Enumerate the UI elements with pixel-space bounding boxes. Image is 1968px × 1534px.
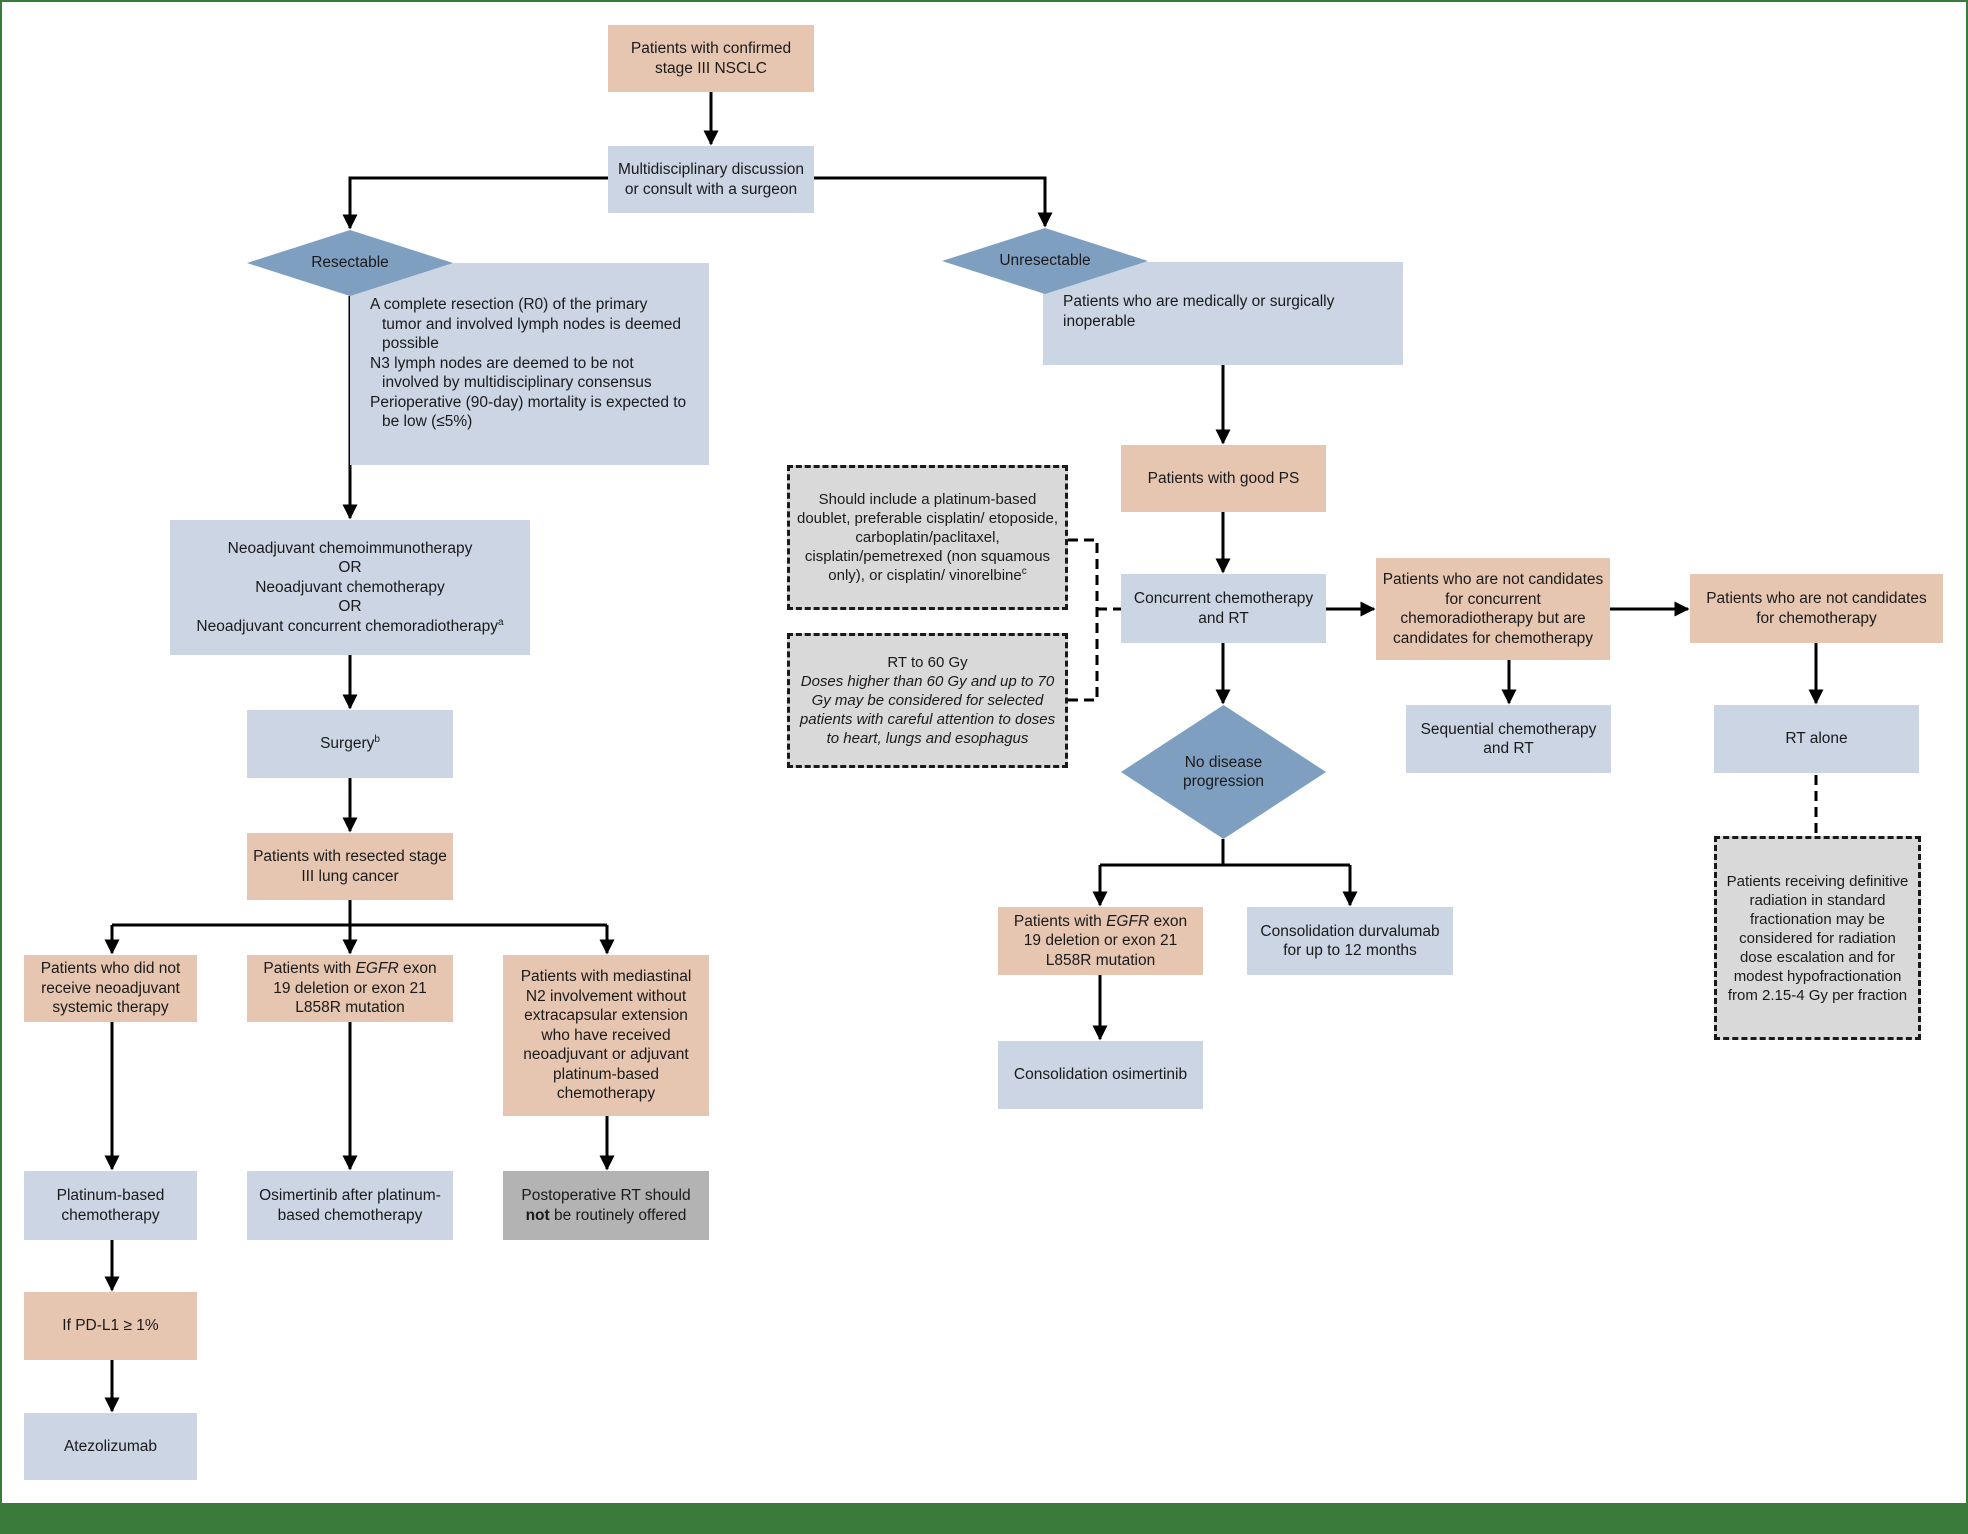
node-surgery: Surgeryb: [247, 710, 453, 778]
node-mediastinal-n2: Patients with mediastinal N2 involvement…: [503, 955, 709, 1116]
neoadjuvant-option: Neoadjuvant concurrent chemoradiotherapy…: [196, 616, 504, 635]
rt-note-body: Doses higher than 60 Gy and up to 70 Gy …: [799, 673, 1056, 747]
node-multidisciplinary: Multidisciplinary discussion or consult …: [608, 146, 814, 213]
criteria-item: N3 lymph nodes are deemed to be not invo…: [370, 354, 652, 392]
note-platinum-doublet: Should include a platinum-based doublet,…: [787, 465, 1068, 610]
node-resected: Patients with resected stage III lung ca…: [247, 833, 453, 900]
node-good-ps: Patients with good PS: [1121, 445, 1326, 512]
node-not-candidates-chemo: Patients who are not candidates for chem…: [1690, 574, 1943, 643]
node-neoadjuvant-options: Neoadjuvant chemoimmunotherapy OR Neoadj…: [170, 520, 530, 655]
or-label: OR: [338, 559, 362, 577]
or-label: OR: [338, 598, 362, 616]
decision-unresectable-label: Unresectable: [999, 252, 1091, 270]
criteria-item: A complete resection (R0) of the primary…: [370, 296, 681, 352]
node-confirmed-stage-iii: Patients with confirmed stage III NSCLC: [608, 25, 814, 92]
rt-note-title: RT to 60 Gy: [887, 654, 968, 671]
decision-resectable: Resectable: [247, 230, 453, 296]
note-rt-dose: RT to 60 Gy Doses higher than 60 Gy and …: [787, 633, 1068, 768]
node-consolidation-osimertinib: Consolidation osimertinib: [998, 1041, 1203, 1109]
node-inoperable: Patients who are medically or surgically…: [1043, 262, 1403, 365]
node-resectable-criteria: A complete resection (R0) of the primary…: [350, 263, 709, 465]
node-atezolizumab: Atezolizumab: [24, 1413, 197, 1480]
node-postop-rt: Postoperative RT should not be routinely…: [503, 1171, 709, 1240]
node-no-neoadjuvant: Patients who did not receive neoadjuvant…: [24, 955, 197, 1022]
node-osimertinib-after: Osimertinib after platinum-based chemoth…: [247, 1171, 453, 1240]
note-radiation-escalation: Patients receiving definitive radiation …: [1714, 836, 1921, 1040]
decision-no-progression-label: No disease progression: [1183, 753, 1264, 791]
node-durvalumab: Consolidation durvalumab for up to 12 mo…: [1247, 907, 1453, 975]
node-pdl1: If PD-L1 ≥ 1%: [24, 1292, 197, 1360]
node-concurrent: Concurrent chemotherapy and RT: [1121, 574, 1326, 643]
node-egfr-right: Patients with EGFR exon 19 deletion or e…: [998, 907, 1203, 975]
criteria-item: Perioperative (90-day) mortality is expe…: [370, 393, 687, 431]
bottom-bar: [0, 1503, 1968, 1534]
node-rt-alone: RT alone: [1714, 705, 1919, 773]
neoadjuvant-option: Neoadjuvant chemoimmunotherapy: [227, 539, 473, 557]
node-sequential: Sequential chemotherapy and RT: [1406, 705, 1611, 773]
decision-unresectable: Unresectable: [942, 228, 1148, 294]
decision-no-progression: No disease progression: [1121, 705, 1326, 839]
node-egfr-left: Patients with EGFR exon 19 deletion or e…: [247, 955, 453, 1022]
decision-resectable-label: Resectable: [311, 254, 389, 272]
node-not-candidates-concurrent: Patients who are not candidates for conc…: [1376, 558, 1610, 660]
node-platinum-chemo: Platinum-based chemotherapy: [24, 1171, 197, 1240]
neoadjuvant-option: Neoadjuvant chemotherapy: [255, 578, 445, 596]
